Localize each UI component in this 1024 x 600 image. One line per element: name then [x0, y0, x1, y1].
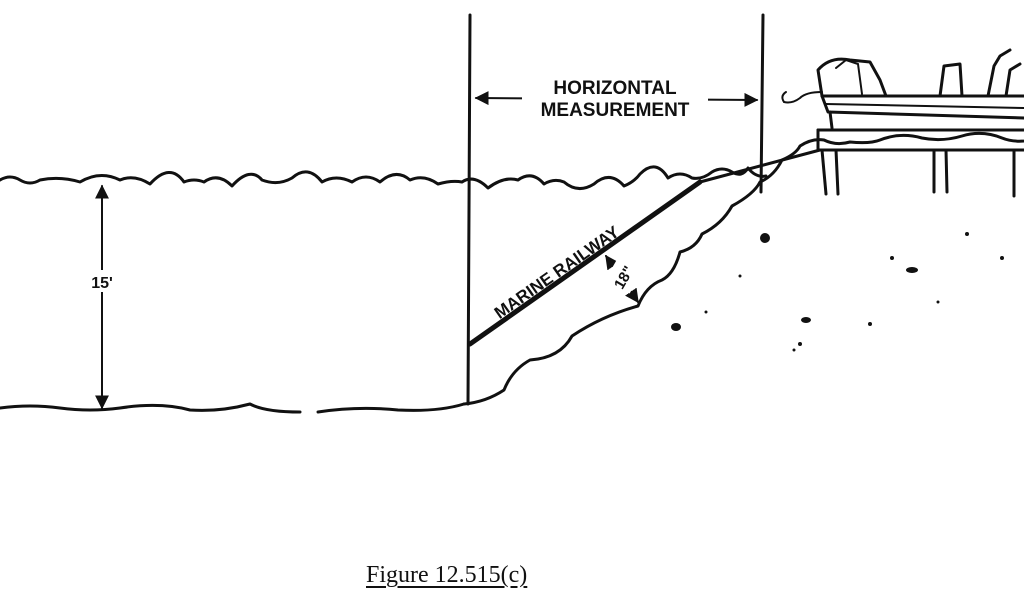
depth-label-mask — [86, 270, 120, 292]
horizontal-label-line1: HORIZONTAL — [553, 78, 677, 99]
right-vertical-line — [759, 13, 765, 194]
railway-upper-track — [698, 148, 822, 184]
horizontal-label-line2: MEASUREMENT — [541, 100, 690, 121]
horizontal-label-mask — [522, 72, 708, 124]
left-vertical-line — [466, 13, 472, 406]
clearance-label-mask — [605, 260, 641, 294]
figure-caption: Figure 12.515(c) — [366, 562, 528, 588]
seabed-left — [0, 402, 302, 414]
railway-label: MARINE RAILWAY — [491, 222, 623, 323]
boat — [781, 48, 1024, 130]
soil-specks — [671, 232, 1004, 352]
shore-slope — [462, 131, 1024, 406]
seabed-right — [316, 402, 466, 414]
water-surface — [0, 165, 768, 190]
dock — [816, 128, 1024, 198]
marine-railway — [467, 179, 703, 347]
depth-label: 15' — [91, 275, 113, 292]
